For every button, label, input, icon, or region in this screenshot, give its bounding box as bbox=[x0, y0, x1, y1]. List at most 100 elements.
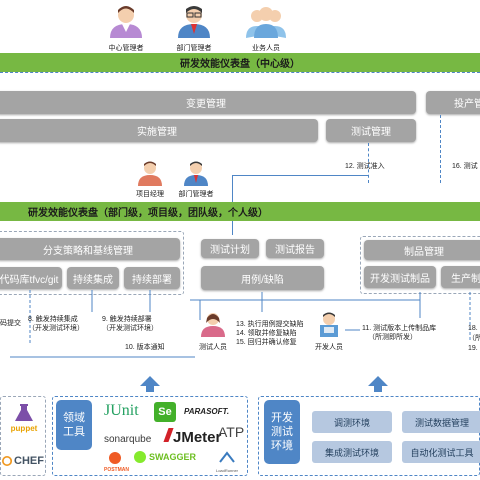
atp-logo: ATP bbox=[218, 424, 245, 440]
automation-test-tool-box[interactable]: 自动化测试工具 bbox=[402, 441, 480, 463]
step-9-line-1: 9. 触发持续部署 bbox=[102, 316, 152, 323]
automation-test-tool-label: 自动化测试工具 bbox=[410, 447, 474, 458]
parasoft-logo: PARASOFT. bbox=[184, 407, 230, 416]
role-project-manager: 项目经理 bbox=[132, 160, 168, 198]
branch-policy-box[interactable]: 分支策略和基线管理 bbox=[0, 238, 180, 260]
debug-env-box[interactable]: 调测环境 bbox=[312, 411, 392, 433]
connector-line bbox=[368, 143, 369, 183]
role-dept-manager-mid-label: 部门管理者 bbox=[178, 191, 214, 198]
step-16-label: 16. 测试 bbox=[452, 163, 478, 170]
change-management-box[interactable]: 变更管理 bbox=[0, 91, 416, 114]
dept-dashboard-title: 研发效能仪表盘（部门级，项目级，团队级，个人级） bbox=[28, 208, 268, 219]
step-19-label: 19. bbox=[468, 345, 478, 352]
developer-icon bbox=[320, 312, 338, 337]
tester-person: 测试人员 bbox=[196, 311, 230, 351]
loadrunner-icon bbox=[219, 451, 235, 463]
step-14-label: 14. 领取并修复缺陷 bbox=[236, 330, 297, 337]
test-plan-box[interactable]: 测试计划 bbox=[201, 239, 259, 258]
jmeter-logo: JMeter bbox=[163, 428, 222, 446]
ci-label: 持续集成 bbox=[73, 274, 113, 286]
dept-manager-icon bbox=[178, 6, 210, 38]
cd-box[interactable]: 持续部署 bbox=[124, 267, 180, 289]
case-defect-box[interactable]: 用例/缺陷 bbox=[201, 266, 324, 290]
role-dept-manager-mid: 部门管理者 bbox=[174, 160, 218, 198]
swagger-logo: SWAGGER bbox=[134, 451, 196, 463]
dept-dashboard-bar[interactable]: 研发效能仪表盘（部门级，项目级，团队级，个人级） bbox=[0, 202, 480, 221]
step-8-line-2: （开发测试环境） bbox=[28, 325, 84, 332]
code-repo-box[interactable]: 代码库tfvc/git bbox=[0, 267, 62, 289]
puppet-text: puppet bbox=[10, 424, 38, 433]
connector-line bbox=[232, 175, 368, 176]
business-staff-icon bbox=[246, 7, 286, 38]
project-manager-icon bbox=[138, 161, 162, 186]
chef-icon bbox=[2, 455, 13, 467]
test-report-box[interactable]: 测试报告 bbox=[266, 239, 324, 258]
chef-logo: CHEF bbox=[2, 450, 44, 472]
loadrunner-logo: LoadRunner bbox=[214, 450, 240, 473]
code-repo-label: 代码库tfvc/git bbox=[0, 274, 59, 286]
test-management-label: 测试管理 bbox=[351, 127, 391, 138]
step-9-label: 9. 触发持续部署 （开发测试环境） bbox=[102, 315, 158, 333]
connector-line bbox=[0, 72, 480, 73]
step-11-label: 11. 测试版本上传制品库 （所测即所发） bbox=[362, 324, 436, 342]
invest-management-label: 投产管 bbox=[454, 99, 480, 110]
role-business-staff: 业务人员 bbox=[244, 4, 288, 52]
step-13-label: 13. 执行用例提交缺陷 bbox=[236, 321, 304, 328]
selenium-logo: Se bbox=[154, 402, 176, 422]
step-8-line-1: 8. 触发持续集成 bbox=[28, 316, 78, 323]
puppet-logo: puppet bbox=[4, 404, 44, 440]
role-business-staff-label: 业务人员 bbox=[252, 45, 280, 52]
tester-label: 测试人员 bbox=[199, 344, 227, 351]
dev-test-env-label-1: 开发 bbox=[271, 412, 293, 424]
jmeter-text: JMeter bbox=[173, 429, 222, 446]
step-18b-label: （所 bbox=[468, 335, 480, 342]
debug-env-label: 调测环境 bbox=[333, 417, 370, 428]
left-logos-frame bbox=[0, 396, 46, 476]
cd-label: 持续部署 bbox=[132, 274, 172, 286]
dev-test-env-label-3: 环境 bbox=[271, 440, 293, 452]
developer-person: 开发人员 bbox=[312, 311, 346, 351]
role-dept-manager-label: 部门管理者 bbox=[176, 45, 212, 52]
selenium-text: Se bbox=[158, 406, 172, 418]
step-18-label: 18. bbox=[468, 325, 478, 332]
sonarqube-logo: sonarqube bbox=[104, 434, 152, 445]
dept-manager-mid-icon bbox=[184, 161, 208, 186]
integration-test-env-box[interactable]: 集成测试环境 bbox=[312, 441, 392, 463]
test-data-mgmt-label: 测试数据管理 bbox=[414, 417, 469, 428]
test-report-label: 测试报告 bbox=[275, 245, 315, 256]
center-manager-icon bbox=[110, 6, 142, 38]
postman-icon bbox=[109, 452, 121, 464]
test-management-box[interactable]: 测试管理 bbox=[326, 119, 416, 142]
center-dashboard-bar[interactable]: 研发效能仪表盘（中心级） bbox=[0, 53, 480, 72]
dev-artifact-box[interactable]: 开发测试制品 bbox=[364, 266, 436, 288]
connector-line bbox=[440, 115, 441, 183]
change-management-label: 变更管理 bbox=[186, 99, 226, 110]
role-dept-manager: 部门管理者 bbox=[172, 4, 216, 52]
step-8-label: 8. 触发持续集成 （开发测试环境） bbox=[28, 315, 84, 333]
role-center-manager: 中心管理者 bbox=[104, 4, 148, 52]
prod-artifact-box[interactable]: 生产制 bbox=[441, 266, 480, 288]
step-10-label: 10. 版本通知 bbox=[125, 344, 165, 351]
domain-tools-label-1: 领域 bbox=[63, 412, 85, 424]
branch-policy-label: 分支策略和基线管理 bbox=[43, 245, 133, 257]
role-project-manager-label: 项目经理 bbox=[136, 191, 164, 198]
artifact-management-box[interactable]: 制品管理 bbox=[364, 240, 480, 260]
tester-icon bbox=[201, 313, 225, 337]
step-9-line-2: （开发测试环境） bbox=[102, 325, 158, 332]
ci-box[interactable]: 持续集成 bbox=[67, 267, 119, 289]
center-dashboard-title: 研发效能仪表盘（中心级） bbox=[180, 59, 300, 70]
developer-label: 开发人员 bbox=[315, 344, 343, 351]
integration-test-env-label: 集成测试环境 bbox=[324, 447, 379, 458]
step-7-label: 码提交 bbox=[0, 320, 21, 327]
test-data-mgmt-box[interactable]: 测试数据管理 bbox=[402, 411, 480, 433]
postman-logo: POSTMAN bbox=[104, 451, 129, 473]
swagger-icon bbox=[134, 451, 146, 463]
implementation-management-box[interactable]: 实施管理 bbox=[0, 119, 318, 142]
invest-management-box[interactable]: 投产管 bbox=[426, 91, 480, 114]
implementation-management-label: 实施管理 bbox=[137, 127, 177, 138]
step-15-label: 15. 回归并确认修复 bbox=[236, 339, 297, 346]
domain-tools-label-box: 领域 工具 bbox=[56, 400, 92, 450]
role-center-manager-label: 中心管理者 bbox=[108, 45, 144, 52]
test-plan-label: 测试计划 bbox=[210, 245, 250, 256]
